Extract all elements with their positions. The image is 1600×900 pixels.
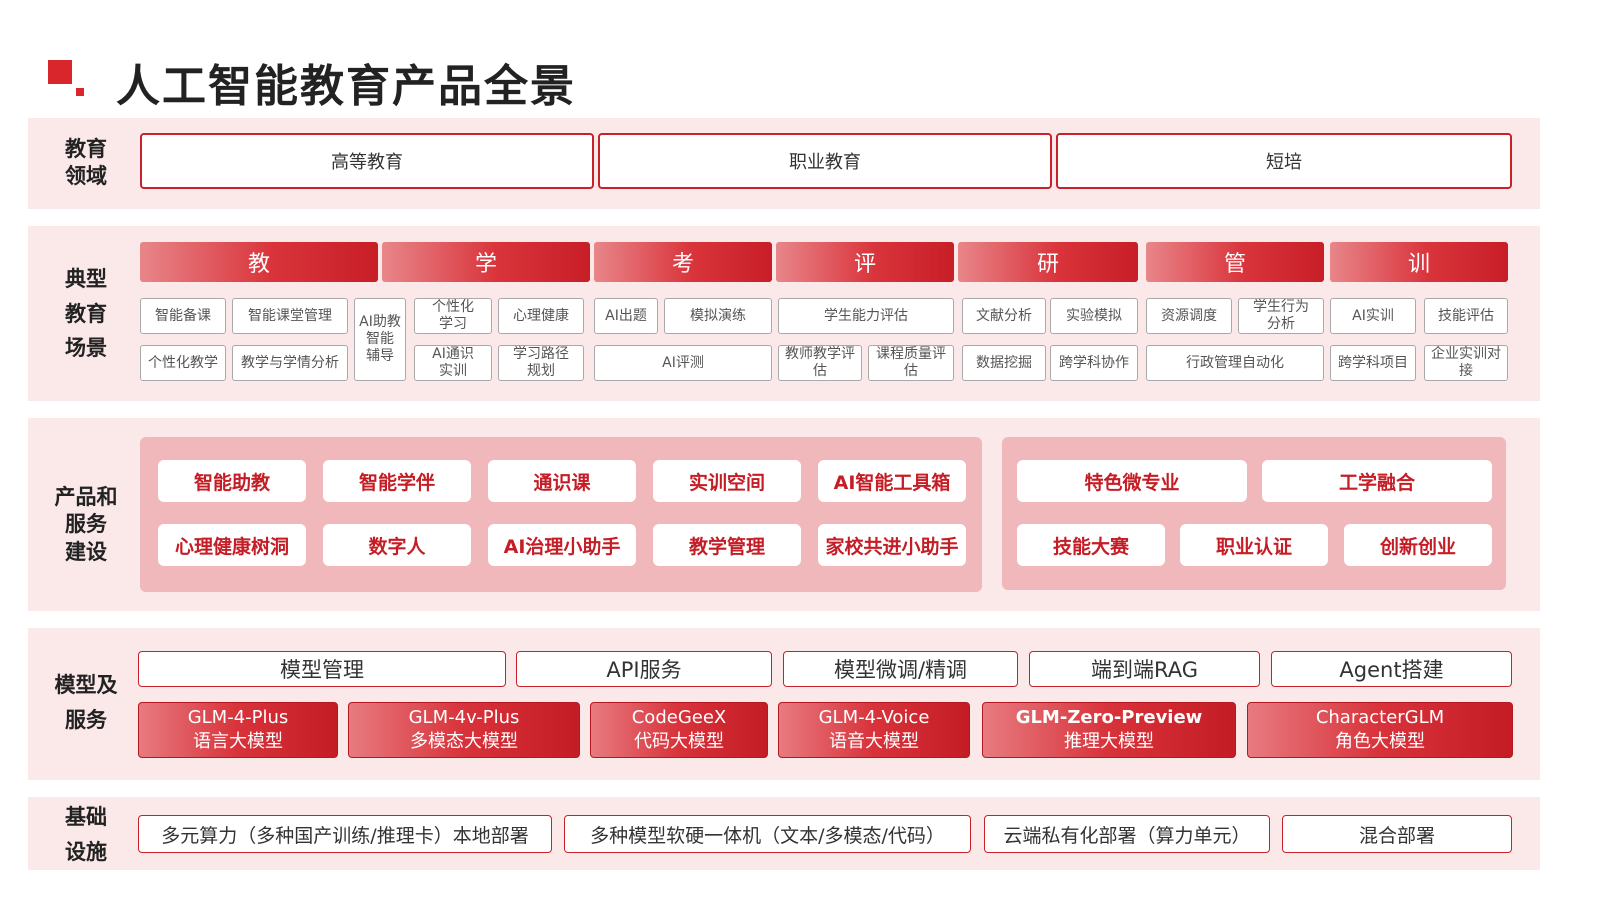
scenario-cell[interactable]: 数据挖掘 [962, 345, 1046, 381]
model-characterglm[interactable]: CharacterGLM 角色大模型 [1247, 702, 1513, 758]
infra-item[interactable]: 多元算力（多种国产训练/推理卡）本地部署 [138, 815, 552, 853]
model-desc: 多模态大模型 [410, 731, 518, 752]
model-name: GLM-4-Voice [818, 706, 930, 728]
model-glm-4-voice[interactable]: GLM-4-Voice 语音大模型 [778, 702, 970, 758]
product-item[interactable]: 通识课 [488, 460, 636, 502]
domains-label: 教育 领域 [65, 137, 107, 189]
scenario-cell[interactable]: 企业实训对 接 [1424, 345, 1508, 381]
scenario-cell[interactable]: 模拟演练 [664, 298, 772, 334]
infra-item[interactable]: 混合部署 [1282, 815, 1512, 853]
scenarios-label: 典型 教育 场景 [65, 267, 107, 361]
product-item[interactable]: 数字人 [323, 524, 471, 566]
model-desc: 推理大模型 [1064, 731, 1154, 752]
scenario-cell[interactable]: 教学与学情分析 [232, 345, 348, 381]
model-glm-4v-plus[interactable]: GLM-4v-Plus 多模态大模型 [348, 702, 580, 758]
scenario-cell[interactable]: 实验模拟 [1050, 298, 1138, 334]
scenario-cell[interactable]: AI出题 [594, 298, 658, 334]
scenario-cell[interactable]: AI实训 [1330, 298, 1416, 334]
product-item[interactable]: 教学管理 [653, 524, 801, 566]
product-item[interactable]: 特色微专业 [1017, 460, 1247, 502]
scenario-cell[interactable]: 学生行为 分析 [1238, 298, 1324, 334]
model-name: GLM-4-Plus [187, 706, 289, 728]
scenario-header-train: 训 [1330, 242, 1508, 282]
product-item[interactable]: 心理健康树洞 [158, 524, 306, 566]
product-item[interactable]: AI治理小助手 [488, 524, 636, 566]
scenario-cell[interactable]: 行政管理自动化 [1146, 345, 1324, 381]
service-agent[interactable]: Agent搭建 [1271, 651, 1512, 687]
model-codegeex[interactable]: CodeGeeX 代码大模型 [590, 702, 768, 758]
product-item[interactable]: 职业认证 [1180, 524, 1328, 566]
model-name: CharacterGLM [1315, 706, 1445, 728]
scenario-cell[interactable]: 资源调度 [1146, 298, 1232, 334]
scenario-header-exam: 考 [594, 242, 772, 282]
product-item[interactable]: AI智能工具箱 [818, 460, 966, 502]
product-item[interactable]: 实训空间 [653, 460, 801, 502]
page-title: 人工智能教育产品全景 [116, 61, 576, 112]
service-rag[interactable]: 端到端RAG [1029, 651, 1260, 687]
scenario-cell[interactable]: AI通识 实训 [414, 345, 492, 381]
scenario-header-teach: 教 [140, 242, 378, 282]
scenario-header-learn: 学 [382, 242, 590, 282]
scenario-header-research: 研 [958, 242, 1138, 282]
scenario-header-evaluate: 评 [776, 242, 954, 282]
service-fine-tuning[interactable]: 模型微调/精调 [783, 651, 1018, 687]
service-api[interactable]: API服务 [516, 651, 772, 687]
domain-higher-education[interactable]: 高等教育 [140, 133, 594, 189]
model-desc: 语言大模型 [193, 731, 283, 752]
infra-label: 基础 设施 [65, 805, 107, 864]
products-label: 产品和 服务 建设 [54, 485, 118, 564]
product-item[interactable]: 智能助教 [158, 460, 306, 502]
domain-vocational-education[interactable]: 职业教育 [598, 133, 1052, 189]
model-name: GLM-4v-Plus [408, 706, 520, 728]
infra-item[interactable]: 多种模型软硬一体机（文本/多模态/代码） [564, 815, 971, 853]
scenario-cell[interactable]: 个性化 学习 [414, 298, 492, 334]
product-item[interactable]: 工学融合 [1262, 460, 1492, 502]
scenario-cell[interactable]: 学生能力评估 [778, 298, 954, 334]
scenario-cell[interactable]: 跨学科项目 [1330, 345, 1416, 381]
model-name: GLM-Zero-Preview [1015, 706, 1203, 728]
product-item[interactable]: 技能大赛 [1017, 524, 1165, 566]
model-name: CodeGeeX [631, 706, 727, 728]
product-item[interactable]: 家校共进小助手 [818, 524, 966, 566]
scenario-cell[interactable]: 智能备课 [140, 298, 226, 334]
scenario-cell[interactable]: 智能课堂管理 [232, 298, 348, 334]
model-desc: 代码大模型 [634, 731, 724, 752]
model-desc: 角色大模型 [1335, 731, 1425, 752]
scenario-cell[interactable]: 技能评估 [1424, 298, 1508, 334]
product-item[interactable]: 创新创业 [1344, 524, 1492, 566]
scenario-cell[interactable]: 个性化教学 [140, 345, 226, 381]
scenario-cell[interactable]: 课程质量评 估 [868, 345, 954, 381]
model-glm-4-plus[interactable]: GLM-4-Plus 语言大模型 [138, 702, 338, 758]
scenario-cell[interactable]: AI助教 智能 辅导 [354, 298, 406, 381]
model-glm-zero-preview[interactable]: GLM-Zero-Preview 推理大模型 [982, 702, 1236, 758]
scenario-cell[interactable]: 跨学科协作 [1050, 345, 1138, 381]
product-item[interactable]: 智能学伴 [323, 460, 471, 502]
domain-short-training[interactable]: 短培 [1056, 133, 1512, 189]
service-model-management[interactable]: 模型管理 [138, 651, 506, 687]
logo-mark-icon [48, 60, 84, 96]
scenario-cell[interactable]: AI评测 [594, 345, 772, 381]
scenario-header-manage: 管 [1146, 242, 1324, 282]
scenario-cell[interactable]: 心理健康 [498, 298, 584, 334]
infra-item[interactable]: 云端私有化部署（算力单元） [984, 815, 1270, 853]
scenario-cell[interactable]: 文献分析 [962, 298, 1046, 334]
models-label: 模型及 服务 [54, 673, 118, 732]
model-desc: 语音大模型 [829, 731, 919, 752]
scenario-cell[interactable]: 学习路径 规划 [498, 345, 584, 381]
scenario-cell[interactable]: 教师教学评 估 [778, 345, 862, 381]
